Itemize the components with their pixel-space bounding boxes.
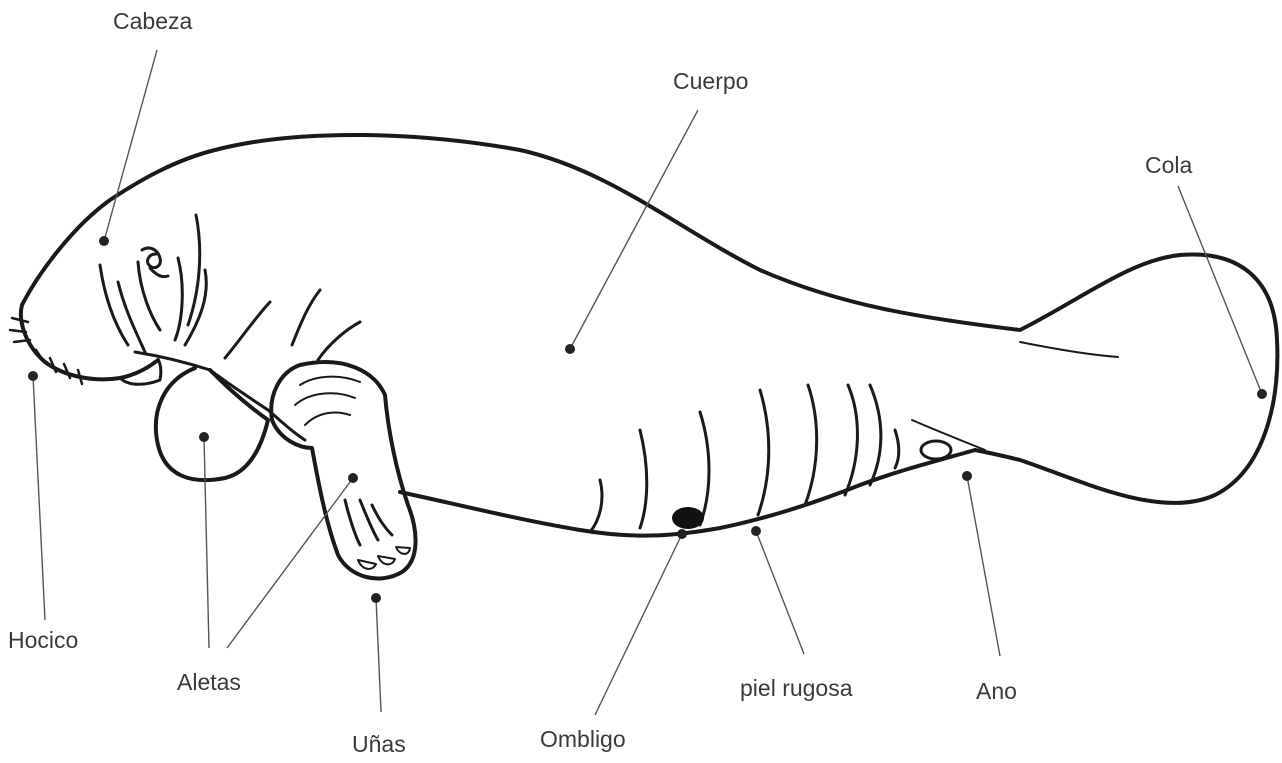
nail-3 <box>396 547 410 554</box>
dot-flipper-left <box>199 432 209 442</box>
leader-rough-skin <box>756 531 804 654</box>
dot-navel <box>677 529 687 539</box>
leader-navel <box>595 534 682 715</box>
body-outline <box>22 135 1277 503</box>
leader-head <box>104 50 157 241</box>
left-flipper <box>156 368 268 480</box>
label-body: Cuerpo <box>673 70 748 93</box>
flipper-joint-line <box>210 370 305 440</box>
dot-anus <box>962 471 972 481</box>
dot-body <box>565 344 575 354</box>
dot-snout <box>28 371 38 381</box>
nail-2 <box>378 556 395 564</box>
flipper-bones <box>345 500 392 545</box>
label-anus: Ano <box>976 680 1017 703</box>
leader-flipper-right <box>227 478 353 648</box>
label-navel: Ombligo <box>540 728 626 751</box>
skin-folds <box>225 290 899 532</box>
leader-flipper-left <box>204 437 209 648</box>
navel-mark <box>672 507 704 529</box>
dot-head <box>99 236 109 246</box>
label-snout: Hocico <box>8 629 78 652</box>
leader-body <box>570 110 698 349</box>
label-tail: Cola <box>1145 154 1192 177</box>
leader-snout <box>33 376 45 620</box>
snout-outline <box>21 305 158 379</box>
face-wrinkles <box>100 215 206 352</box>
label-nails: Uñas <box>352 733 406 756</box>
leader-tail <box>1178 186 1262 394</box>
tail-stock-line <box>1020 342 1118 357</box>
leader-anus <box>967 476 1000 656</box>
dot-rough-skin <box>751 526 761 536</box>
dot-flipper-right <box>348 473 358 483</box>
label-flippers: Aletas <box>177 671 241 694</box>
anus-mark <box>921 441 951 459</box>
flipper-inner-line <box>295 377 360 425</box>
label-rough-skin: piel rugosa <box>740 677 853 700</box>
eye <box>142 248 168 277</box>
label-head: Cabeza <box>113 10 192 33</box>
dot-nails <box>371 593 381 603</box>
dot-tail <box>1257 389 1267 399</box>
nail-1 <box>358 560 376 569</box>
leader-nails <box>376 598 381 712</box>
